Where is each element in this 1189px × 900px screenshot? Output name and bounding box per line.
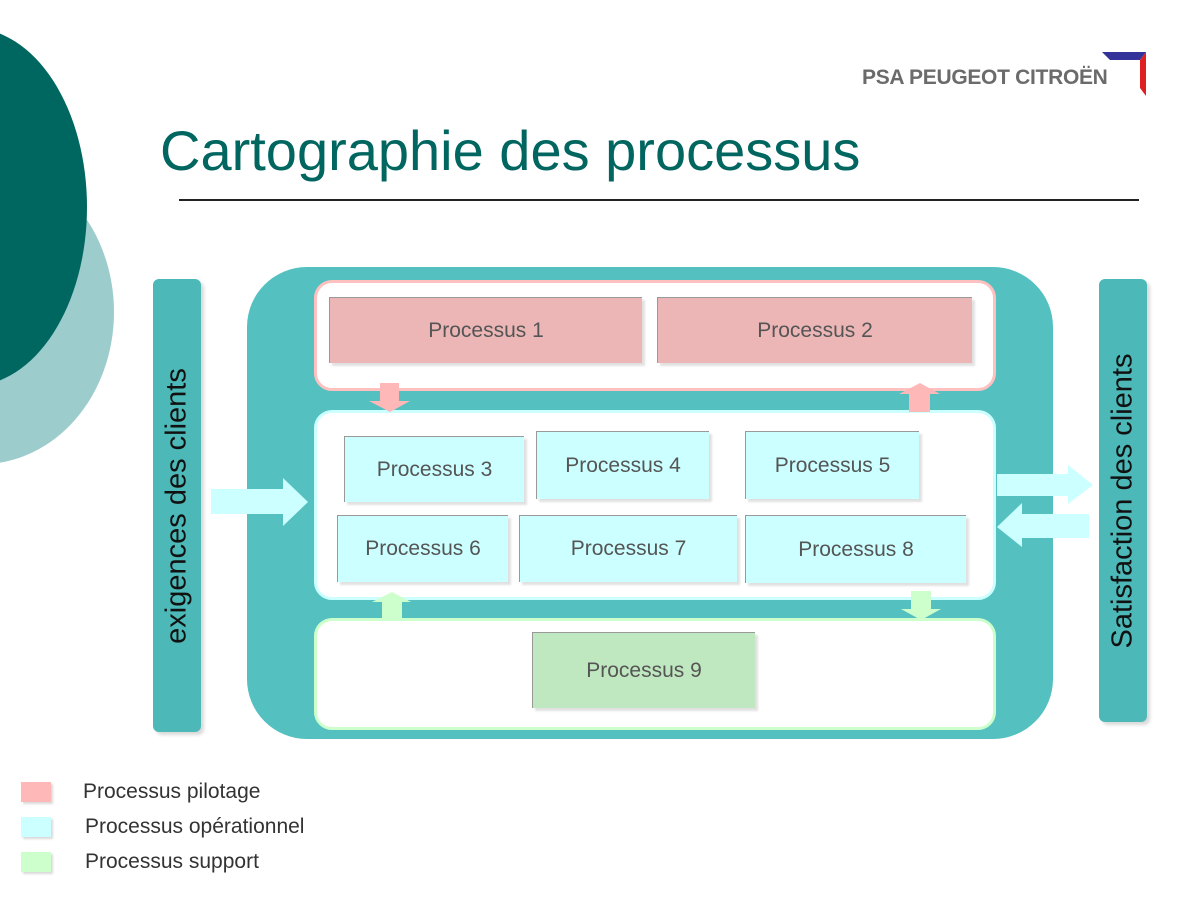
process-6[interactable]: Processus 6: [337, 515, 508, 582]
decorative-dark-circle: [0, 33, 87, 381]
client-satisfaction-label: Satisfaction des clients: [1106, 353, 1139, 648]
page-title: Cartographie des processus: [160, 119, 861, 182]
process-4[interactable]: Processus 4: [536, 431, 709, 499]
legend-swatch-pilotage: [21, 782, 51, 802]
legend-label: Processus support: [85, 850, 259, 873]
logo-text: PSA PEUGEOT CITROËN: [862, 66, 1108, 89]
process-9[interactable]: Processus 9: [532, 632, 755, 708]
legend-label: Processus opérationnel: [85, 815, 305, 838]
legend-pilotage: Processus pilotage: [21, 780, 260, 804]
client-satisfaction-bar: Satisfaction des clients: [1099, 279, 1147, 722]
legend-swatch-support: [21, 852, 51, 872]
client-requirements-bar: exigences des clients: [153, 279, 201, 732]
legend-operational: Processus opérationnel: [21, 815, 304, 839]
legend-label: Processus pilotage: [83, 780, 261, 803]
psa-logo: PSA PEUGEOT CITROËN: [862, 52, 1152, 97]
legend-swatch-operational: [21, 817, 51, 837]
process-1[interactable]: Processus 1: [329, 297, 642, 363]
process-8[interactable]: Processus 8: [745, 515, 966, 583]
logo-mark-icon: [1102, 52, 1146, 96]
legend-support: Processus support: [21, 850, 259, 874]
process-7[interactable]: Processus 7: [519, 515, 737, 582]
decorative-circles: [0, 33, 114, 463]
process-3[interactable]: Processus 3: [344, 436, 524, 502]
title-divider: [179, 199, 1139, 201]
process-2[interactable]: Processus 2: [657, 297, 972, 363]
process-5[interactable]: Processus 5: [745, 431, 919, 499]
client-requirements-label: exigences des clients: [160, 367, 193, 644]
